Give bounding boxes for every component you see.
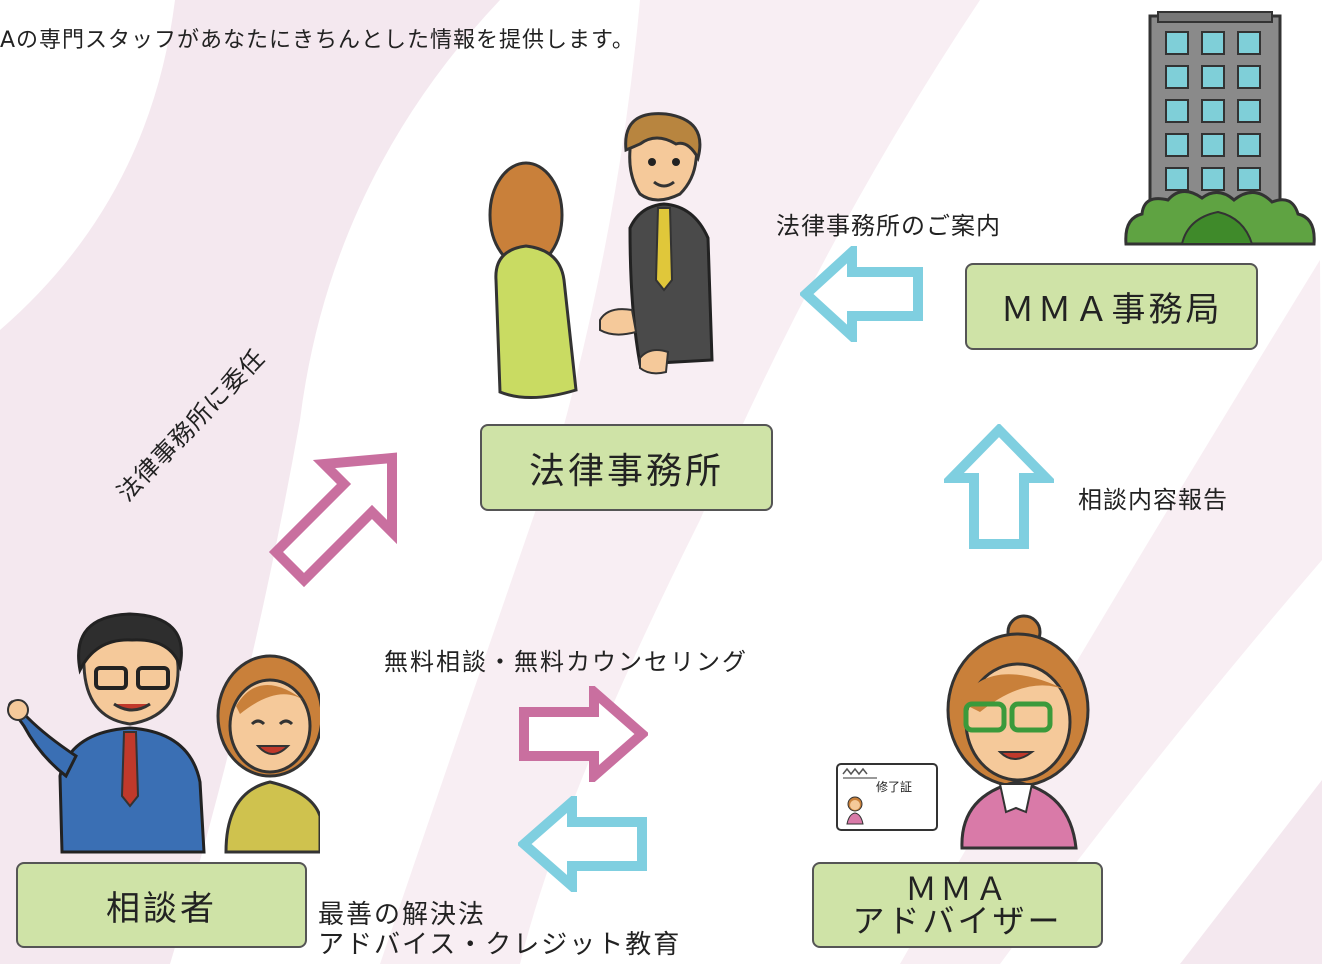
arrow-to-law-firm-guide bbox=[800, 246, 923, 342]
certificate-title: 修了証 bbox=[876, 780, 913, 794]
law-firm-label: 法律事務所 bbox=[528, 450, 724, 492]
intro-text: Aの専門スタッフがあなたにきちんとした情報を提供します。 bbox=[0, 28, 635, 53]
advisor-label-line2: アドバイザー bbox=[852, 902, 1063, 940]
advice-label: 最善の解決法 アドバイス・クレジット教育 bbox=[318, 900, 681, 960]
advisor-label-line1: ＭＭＡ bbox=[904, 870, 1010, 908]
advice-label-line1: 最善の解決法 bbox=[318, 900, 487, 930]
building-illustration bbox=[1124, 11, 1316, 246]
advice-label-line2: アドバイス・クレジット教育 bbox=[318, 930, 682, 960]
advisor-node: ＭＭＡ アドバイザー bbox=[812, 862, 1103, 948]
lawyer-client-illustration bbox=[488, 112, 714, 400]
arrow-up-report bbox=[944, 424, 1054, 549]
law-firm-node: 法律事務所 bbox=[480, 424, 773, 511]
free-consultation-label: 無料相談・無料カウンセリング bbox=[384, 648, 748, 676]
consultant-label: 相談者 bbox=[106, 888, 217, 929]
consultant-node: 相談者 bbox=[16, 862, 307, 948]
arrow-to-advisor bbox=[519, 686, 648, 782]
certificate-card bbox=[836, 763, 938, 831]
mma-office-label: ＭＭＡ事務局 bbox=[1000, 290, 1223, 330]
advisor-illustration bbox=[946, 614, 1090, 850]
consultation-report-label: 相談内容報告 bbox=[1078, 486, 1228, 514]
consultant-couple-illustration bbox=[7, 612, 320, 854]
arrow-delegate bbox=[268, 452, 397, 588]
law-firm-guide-label: 法律事務所のご案内 bbox=[776, 212, 1001, 240]
arrow-to-consultant bbox=[518, 796, 647, 892]
mma-office-node: ＭＭＡ事務局 bbox=[965, 263, 1258, 350]
